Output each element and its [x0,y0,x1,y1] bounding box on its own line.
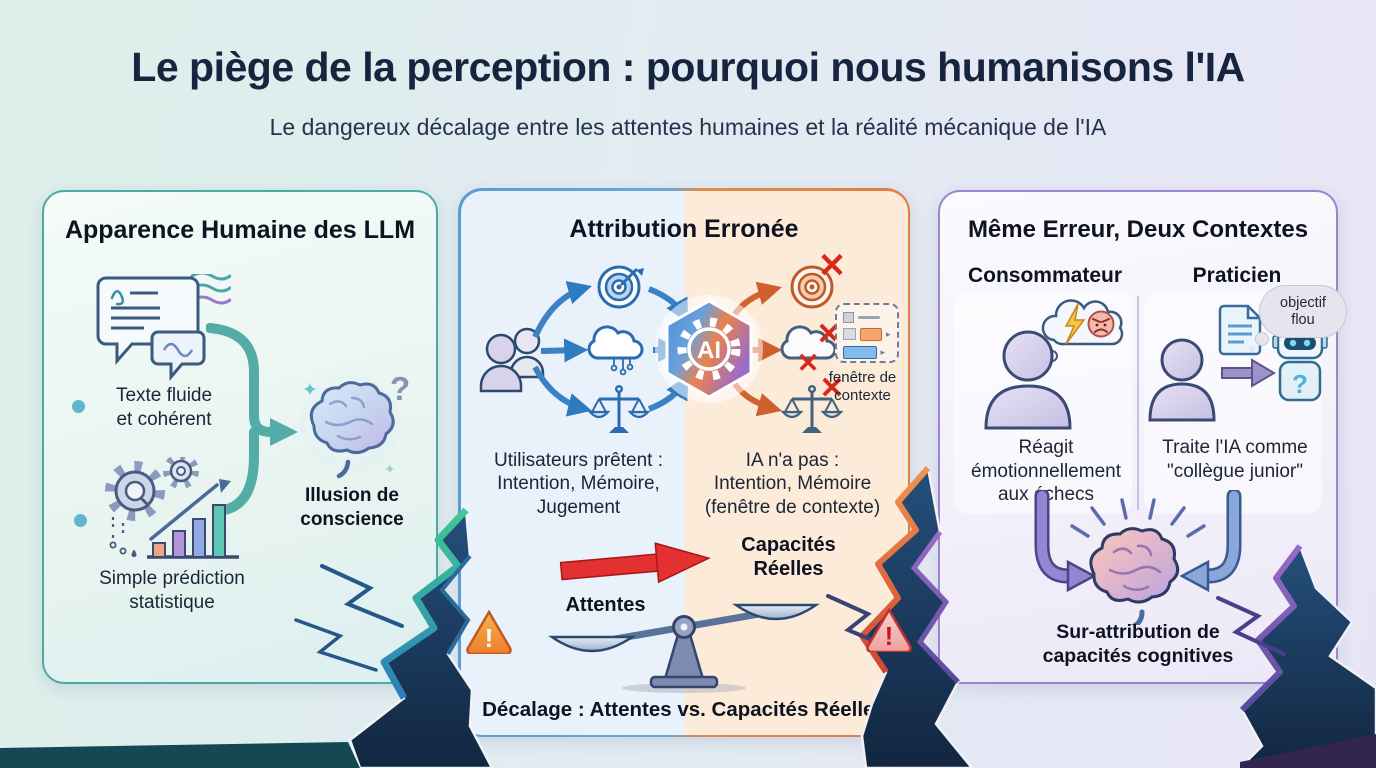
panel-ctx-title: Même Erreur, Deux Contextes [967,216,1309,243]
ai-hexagon-icon: AI [654,294,763,403]
broken-target-icon: ✕ [790,249,846,308]
cw-cursor: ▸ [880,346,886,357]
warning-icon-red: ! [866,607,912,652]
cross-icon: ✕ [819,372,844,405]
prediction-caption: Simple prédiction statistique [99,568,245,613]
arrow-users-cloud [540,337,588,362]
converge-arrow-right-icon [1179,490,1242,593]
cw-cursor: ▸ [885,328,891,339]
expectations-label: Attentes [565,593,646,616]
panel-attr-title: Attribution Erronée [569,214,799,243]
page-title: Le piège de la perception : pourquoi nou… [131,44,1245,90]
panel-two-contexts: Même Erreur, Deux Contextes Consommateur… [938,190,1346,684]
broken-judgment-scale-icon: ✕ [780,372,844,433]
ground-strip-left [0,742,360,768]
cw-orange-block [860,327,882,341]
gap-caption: Décalage : Attentes vs. Capacités Réelle… [482,697,886,721]
users-attribute-caption: Utilisateurs prêtent : Intention, Mémoir… [494,449,663,518]
sparkle-icon: ✦ [302,380,318,401]
fluent-text-caption: Texte fluide et cohérent [115,385,213,430]
flow-merge-arrow-icon [206,323,298,515]
question-mark-icon: ? [390,374,410,407]
angry-face-icon [1087,310,1115,338]
brain-icon: ✦ ✦ ? [300,374,410,479]
bullet-dot [72,400,85,413]
speech-bubble-icon [96,274,231,382]
context-window-label: fenêtre de contexte [828,368,897,404]
convergence-diagram [1034,490,1242,625]
capabilities-label: Capacités Réelles [741,533,836,581]
overattribution-brain-icon [1070,498,1206,625]
robot-question-icon: ? [1292,369,1308,399]
ai-badge-label: AI [697,337,721,364]
overattribution-caption: Sur-attribution de capacités cognitives [1042,621,1234,668]
target-icon [597,265,644,308]
tilted-scale-icon [547,603,820,693]
ai-lacks-caption: IA n'a pas : Intention, Mémoire (fenêtre… [704,449,881,518]
ground-strip-right [1240,734,1376,768]
arrow-users-target [531,280,592,338]
scale-icon [587,384,650,433]
attribution-flow-diagram: AI ✕ ✕ ✕ [479,249,846,433]
gears-chart-icon [105,457,239,559]
broken-memory-cloud-icon: ✕ ✕ [780,318,841,378]
column-divider [1137,296,1139,510]
context-window-icon: ▸ ▸ [834,302,899,363]
page-subtitle: Le dangereux décalage entre les attentes… [269,114,1107,140]
consumer-person-icon [984,299,1124,430]
cloud-ai-icon [587,324,643,375]
arrow-users-scale [531,365,592,417]
handoff-arrow-icon [1221,358,1276,388]
warning-exclamation: ! [885,621,894,651]
sparkle-icon: ✦ [384,461,396,477]
cw-line [857,315,880,319]
document-icon [1218,304,1262,356]
cw-block [842,328,857,340]
illusion-caption: Illusion de conscience [300,485,404,530]
cw-blue-block [842,345,877,359]
users-icon [479,327,544,392]
panel-llm-title: Apparence Humaine des LLM [64,216,416,244]
practitioner-heading: Praticien [1192,264,1282,287]
converge-arrow-left-icon [1034,490,1097,593]
lightning-icon [1064,303,1086,345]
panel-llm-appearance: Apparence Humaine des LLM Texte fluide e… [42,190,438,684]
cw-square [842,311,854,323]
cross-icon: ✕ [817,249,846,285]
radiating-lines-icon [1070,498,1206,538]
panel-misattribution: Attribution Erronée [458,188,910,737]
bullet-dot [74,514,87,527]
red-arrow-icon [559,541,711,583]
warning-exclamation: ! [485,623,494,653]
warning-icon-orange: ! [466,609,512,654]
thought-label-cloud: objectif flou [1256,286,1346,346]
consumer-heading: Consommateur [967,264,1123,287]
practitioner-caption: Traite l'IA comme "collègue junior" [1162,437,1308,482]
cross-icon: ✕ [796,348,819,378]
